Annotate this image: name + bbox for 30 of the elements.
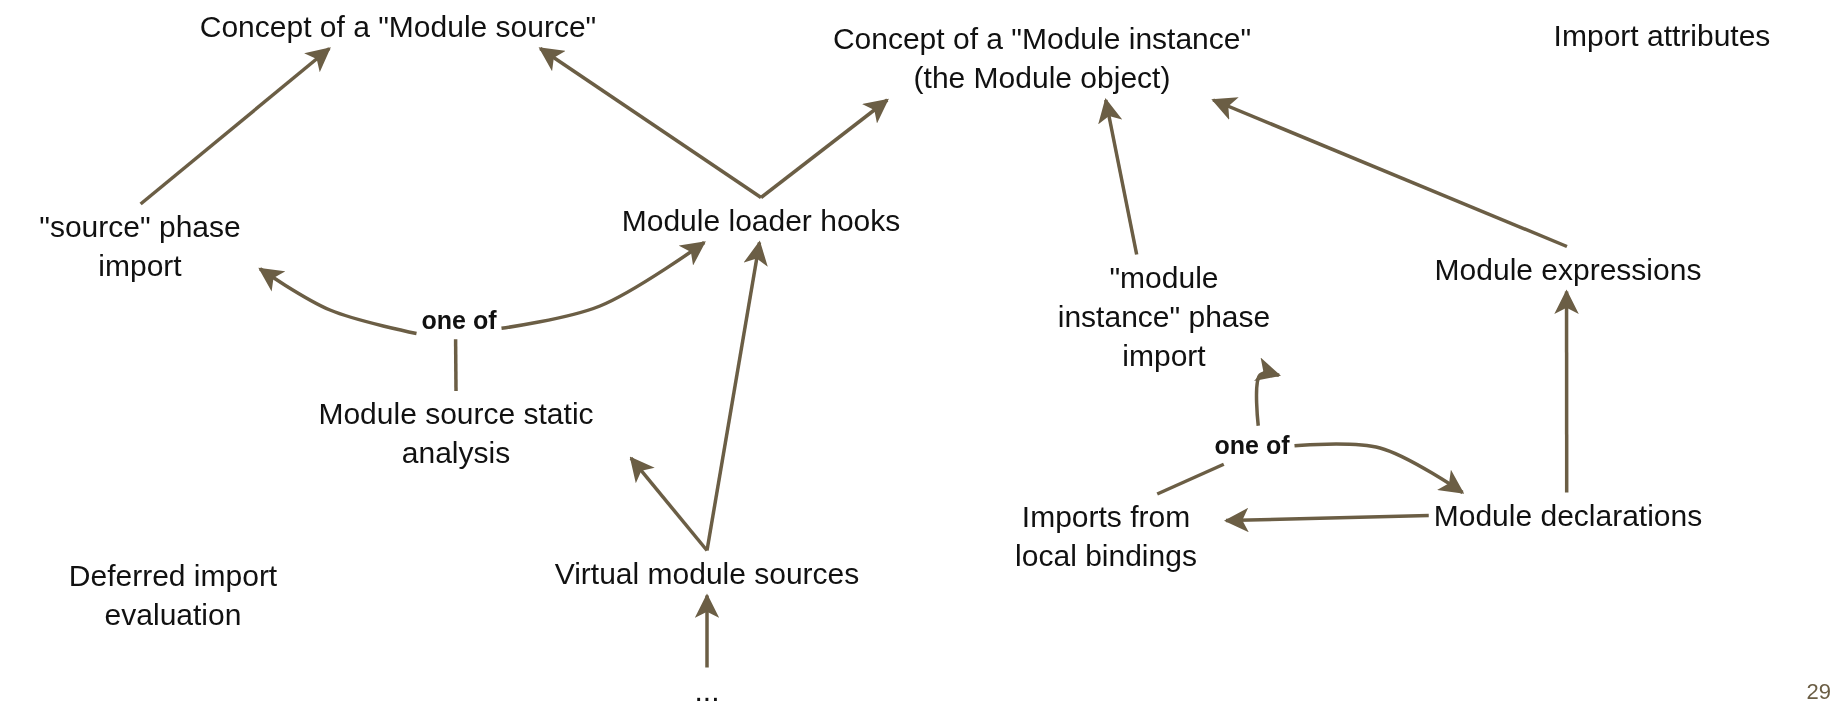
concept-label: Module loader hooks — [621, 200, 901, 240]
concept-label: "source" phase import — [25, 207, 255, 285]
arrow — [759, 98, 889, 199]
arrow — [1294, 442, 1465, 494]
arrow — [501, 241, 706, 331]
junction-label: one of — [421, 303, 497, 337]
concept-label: Import attributes — [1553, 15, 1771, 55]
concept-label: Concept of a "Module source" — [199, 6, 597, 46]
concept-label: "module instance" phase import — [1054, 257, 1274, 375]
arrow — [1223, 507, 1429, 533]
concept-label: Deferred import evaluation — [38, 556, 308, 634]
concept-label: Module source static analysis — [286, 394, 626, 472]
arrow — [258, 267, 417, 336]
arrow — [1211, 97, 1568, 249]
concept-label: Module expressions — [1434, 249, 1702, 289]
arrow — [139, 47, 331, 206]
concept-label: ... — [694, 670, 720, 707]
concept-label: Concept of a "Module instance" (the Module object) — [817, 19, 1267, 97]
arrow — [629, 456, 709, 552]
arrow — [1254, 357, 1281, 426]
arrow — [1554, 289, 1579, 493]
concept-label: Imports from local bindings — [991, 497, 1221, 575]
page-number: 29 — [1806, 679, 1831, 705]
arrow — [1098, 98, 1139, 255]
arrow — [705, 240, 768, 551]
arrow — [694, 593, 720, 668]
arrow — [538, 47, 762, 199]
concept-label: Module declarations — [1433, 495, 1703, 535]
junction-label: one of — [1214, 428, 1290, 462]
concept-label: Virtual module sources — [554, 553, 860, 593]
